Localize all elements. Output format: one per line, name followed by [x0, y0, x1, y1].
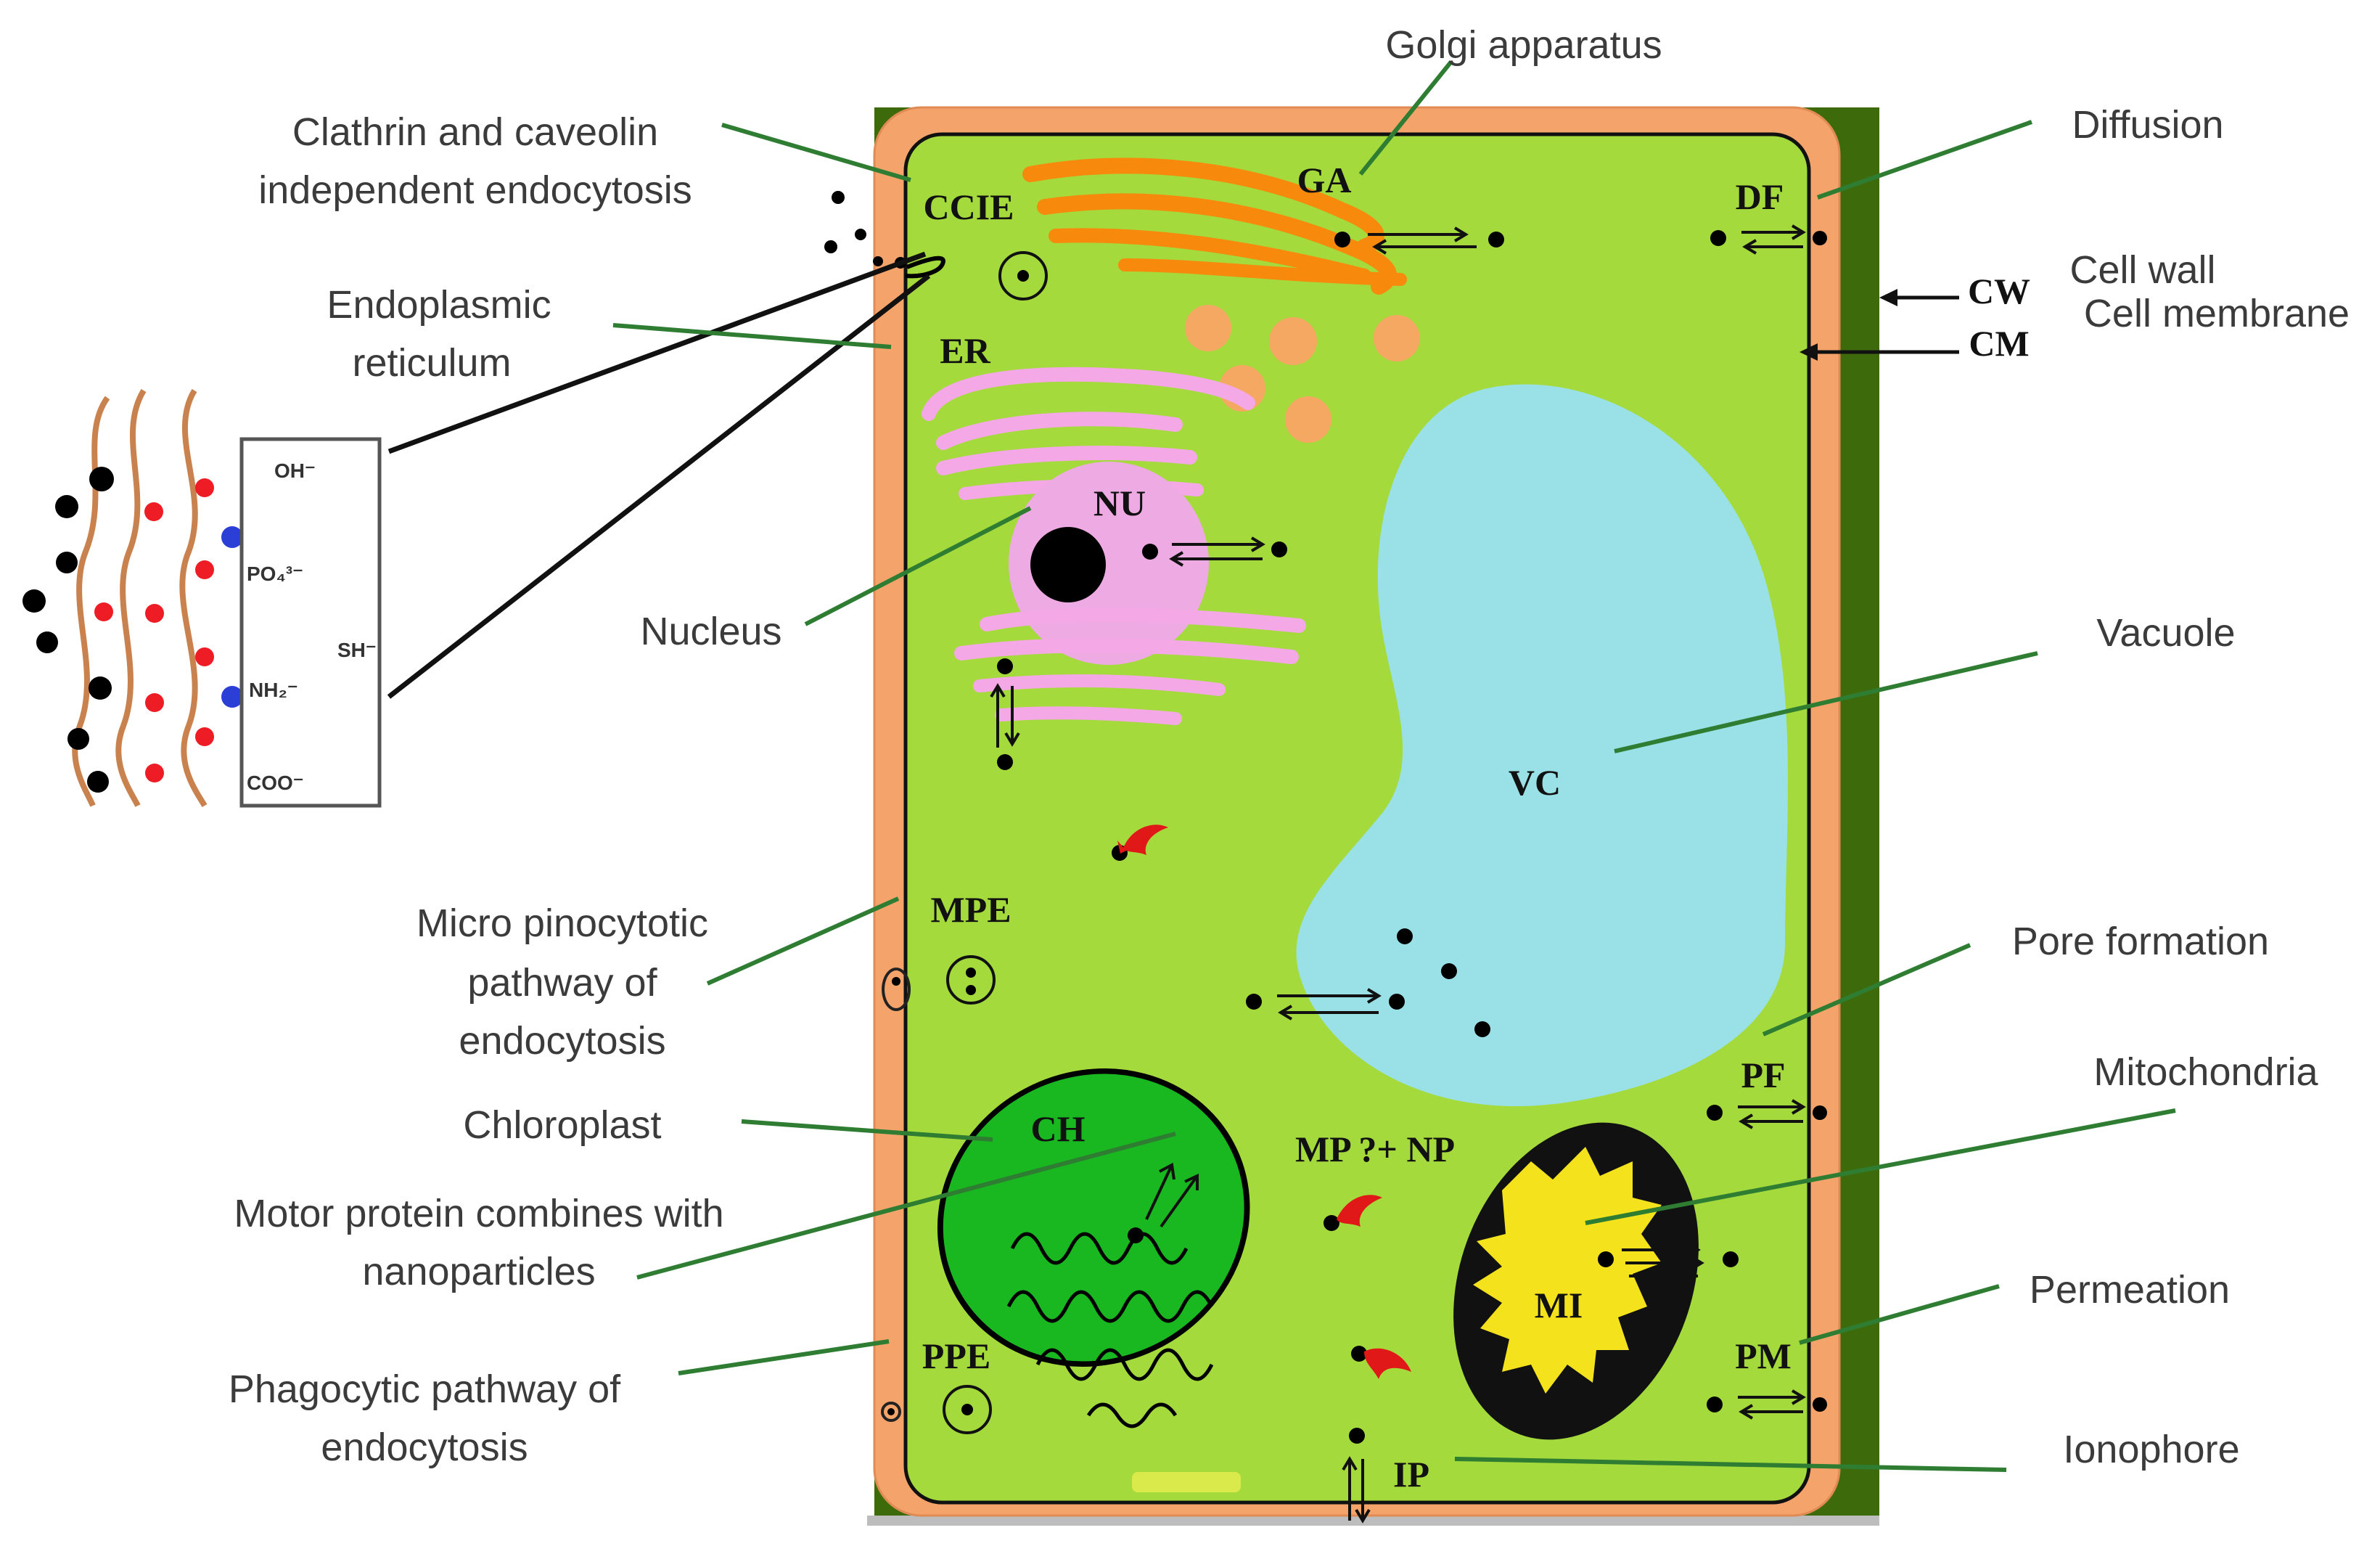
abbr-pm: PM	[1735, 1336, 1792, 1376]
label-golgi: Golgi apparatus	[1385, 23, 1662, 67]
fg-sh: SH⁻	[337, 639, 377, 661]
descriptive-labels: Golgi apparatus Clathrin and caveolin in…	[229, 23, 2350, 1471]
label-mpe-2: pathway of	[467, 961, 657, 1005]
fg-coo: COO⁻	[247, 772, 304, 794]
transport-arrows	[990, 224, 1806, 1524]
ppe-pocket	[881, 1402, 901, 1422]
label-mitochondria: Mitochondria	[2093, 1050, 2318, 1094]
label-cell-membrane: Cell membrane	[2084, 292, 2350, 335]
label-ccie-2: independent endocytosis	[258, 168, 692, 212]
abbr-er: ER	[940, 330, 990, 371]
label-pore-formation: Pore formation	[2012, 920, 2269, 963]
ccie-vesicle	[998, 251, 1048, 300]
bottom-channel	[1132, 1472, 1241, 1492]
abbr-vc: VC	[1509, 762, 1561, 803]
leader-lines	[612, 60, 2176, 1472]
fg-oh: OH⁻	[274, 459, 316, 482]
label-motor-1: Motor protein combines with	[234, 1192, 723, 1235]
abbr-ga: GA	[1297, 160, 1352, 200]
abbreviation-labels: GA CCIE DF CW CM ER NU VC MPE PF CH MP ?…	[922, 160, 2030, 1494]
label-diffusion: Diffusion	[2072, 103, 2223, 147]
mitochondria	[1453, 1122, 1699, 1440]
abbr-mp-np: MP ?+ NP	[1295, 1129, 1455, 1169]
abbr-ppe: PPE	[922, 1336, 990, 1376]
label-ccie-1: Clathrin and caveolin	[292, 110, 658, 154]
label-mpe-1: Micro pinocytotic	[416, 901, 708, 945]
ppe-vesicle	[943, 1385, 992, 1434]
abbr-ch: CH	[1031, 1108, 1086, 1149]
nanoparticle-dots	[824, 191, 1827, 1444]
label-nucleus: Nucleus	[640, 610, 781, 653]
abbr-pf: PF	[1741, 1055, 1785, 1095]
label-mpe-3: endocytosis	[459, 1019, 665, 1063]
fg-nh2: NH₂⁻	[249, 679, 298, 701]
membrane-inset: OH⁻ PO₄³⁻ SH⁻ NH₂⁻ COO⁻	[22, 251, 931, 808]
mpe-vesicle	[946, 955, 996, 1005]
label-chloroplast: Chloroplast	[463, 1103, 661, 1147]
golgi-apparatus	[1022, 158, 1407, 295]
endoplasmic-reticulum-lower	[954, 608, 1306, 725]
label-permeation: Permeation	[2030, 1268, 2230, 1312]
abbr-nu: NU	[1093, 483, 1146, 523]
abbr-ip: IP	[1393, 1454, 1429, 1494]
label-cell-wall: Cell wall	[2069, 248, 2215, 292]
abbr-cw: CW	[1968, 271, 2030, 311]
nucleolus	[1030, 527, 1106, 602]
label-ppe-2: endocytosis	[321, 1426, 528, 1469]
chloroplast	[937, 1068, 1250, 1428]
label-vacuole: Vacuole	[2096, 611, 2235, 655]
vacuole	[1296, 384, 1788, 1107]
fg-po4: PO₄³⁻	[247, 563, 303, 585]
abbr-ccie: CCIE	[923, 187, 1014, 227]
motor-proteins	[1117, 825, 1411, 1379]
mpe-pocket	[882, 968, 911, 1011]
label-motor-2: nanoparticles	[362, 1250, 595, 1293]
label-ionophore: Ionophore	[2063, 1428, 2239, 1471]
label-ppe-1: Phagocytic pathway of	[229, 1367, 621, 1411]
abbr-df: DF	[1736, 176, 1784, 217]
cell-base-strip	[867, 1516, 1879, 1526]
label-er-1: Endoplasmic	[327, 283, 551, 327]
abbr-mpe: MPE	[930, 889, 1011, 930]
functional-group-box	[239, 437, 382, 808]
label-er-2: reticulum	[352, 341, 511, 385]
abbr-cm: CM	[1969, 323, 2029, 364]
cw-cm-arrows	[1800, 289, 1959, 361]
abbr-mi: MI	[1535, 1285, 1583, 1325]
